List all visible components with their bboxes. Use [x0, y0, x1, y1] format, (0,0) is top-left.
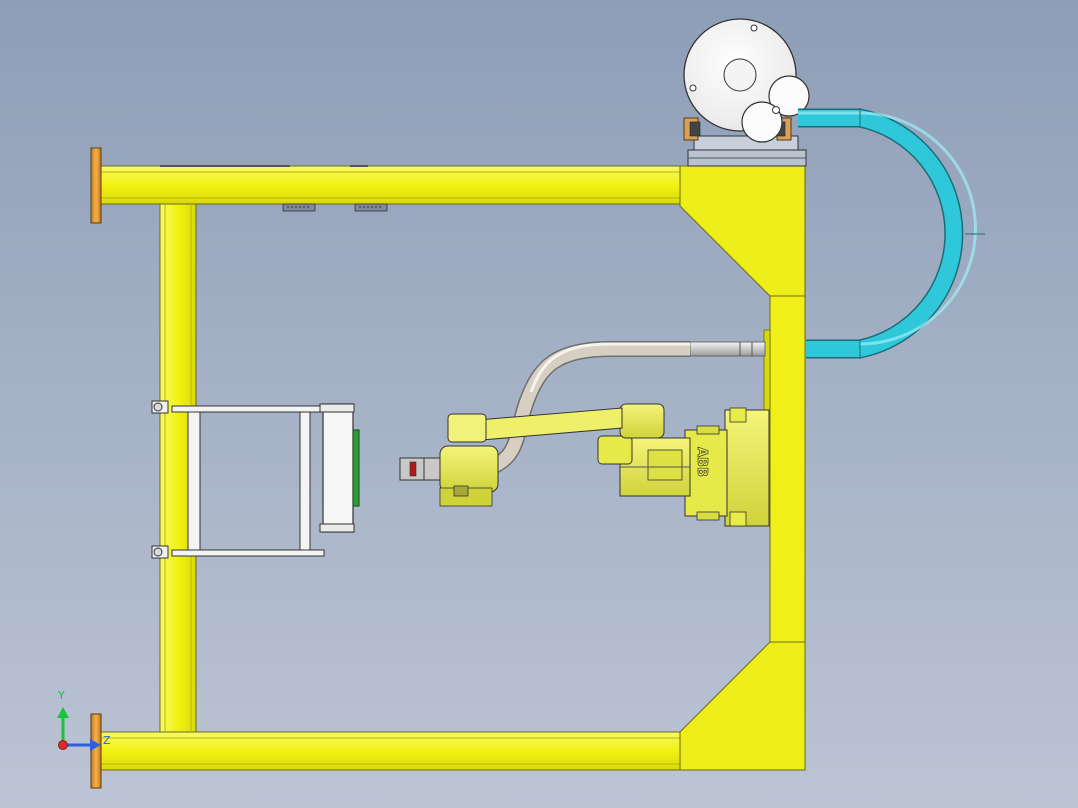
- end-effector-tool[interactable]: [399, 457, 441, 481]
- robot-mount-plate[interactable]: [769, 295, 806, 643]
- robot-forearm[interactable]: [477, 407, 623, 441]
- steel-frame[interactable]: [90, 147, 806, 789]
- robot-wrist[interactable]: [447, 413, 487, 443]
- triad-z-label: Z: [103, 734, 111, 747]
- beam-bracket: [282, 203, 388, 212]
- cyan-hose[interactable]: [798, 108, 985, 359]
- part-fixture-rack[interactable]: [151, 400, 360, 559]
- coordinate-triad: [57, 707, 101, 751]
- abb-logo: ABB: [694, 447, 709, 477]
- abb-industrial-robot[interactable]: ABB: [399, 403, 770, 527]
- triad-x-axis: [58, 740, 68, 750]
- triad-y-label: Y: [58, 689, 65, 702]
- robot-dresspack-pipe[interactable]: [486, 341, 766, 476]
- fixture-roller[interactable]: [322, 403, 354, 533]
- frame-upper-gusset[interactable]: [679, 165, 806, 297]
- top-end-flange[interactable]: [90, 147, 102, 224]
- green-tool-plate[interactable]: [352, 429, 360, 507]
- bottom-end-flange[interactable]: [90, 713, 102, 789]
- frame-lower-gusset[interactable]: [679, 641, 806, 771]
- top-blower-unit[interactable]: [683, 18, 810, 167]
- robot-base[interactable]: [724, 409, 770, 527]
